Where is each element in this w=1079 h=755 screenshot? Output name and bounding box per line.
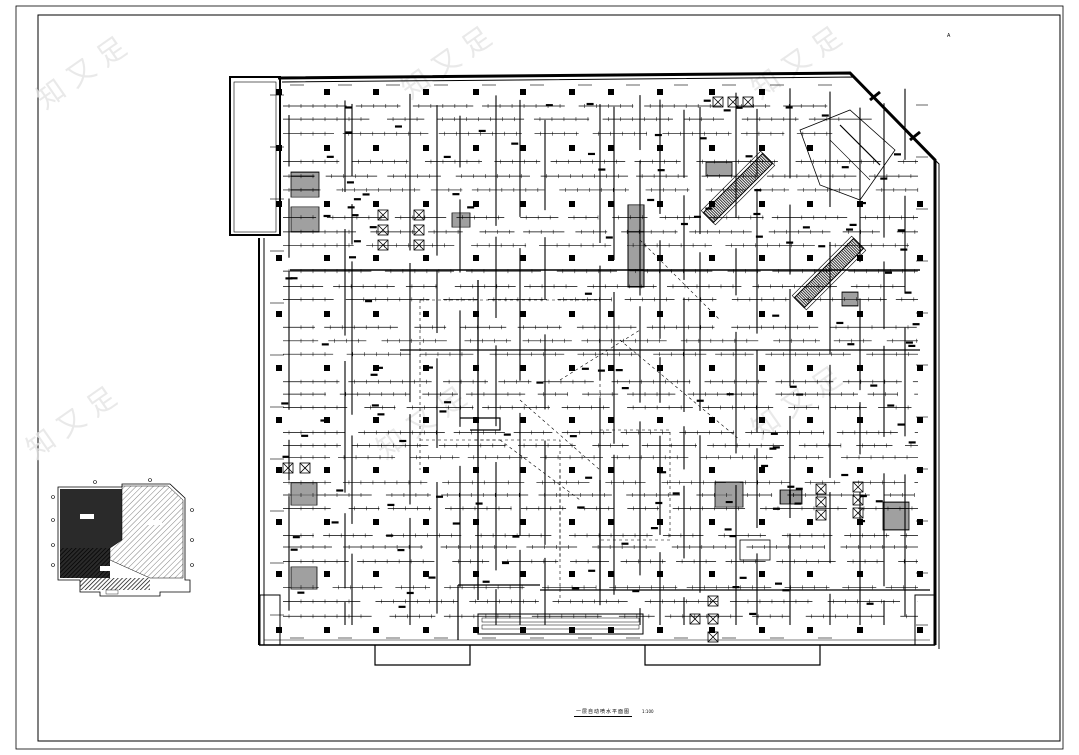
title-block: 一层自动喷水平面图 1:100 [574,708,654,717]
svg-text:知 又 足: 知 又 足 [370,380,472,465]
building-outline [229,71,940,666]
floor-plan [270,84,930,640]
svg-text:知 又 足: 知 又 足 [20,380,122,465]
watermark-layer: 知 又 足 知 又 足 知 又 足 知 又 足 知 又 足 知 又 足 [20,20,847,465]
escalator-group [477,150,867,635]
north-mark: A [947,33,951,39]
svg-text:知 又 足: 知 又 足 [395,20,497,105]
inner-border [37,14,1061,742]
drawing-scale: 1:100 [642,709,654,714]
svg-text:知 又 足: 知 又 足 [745,360,847,445]
stair-blocks [290,161,910,590]
key-plan [51,478,194,597]
svg-text:知 又 足: 知 又 足 [30,30,132,115]
drawing-title: 一层自动喷水平面图 [574,709,633,717]
elevator-boxes [282,96,864,643]
outer-border [15,5,1064,750]
